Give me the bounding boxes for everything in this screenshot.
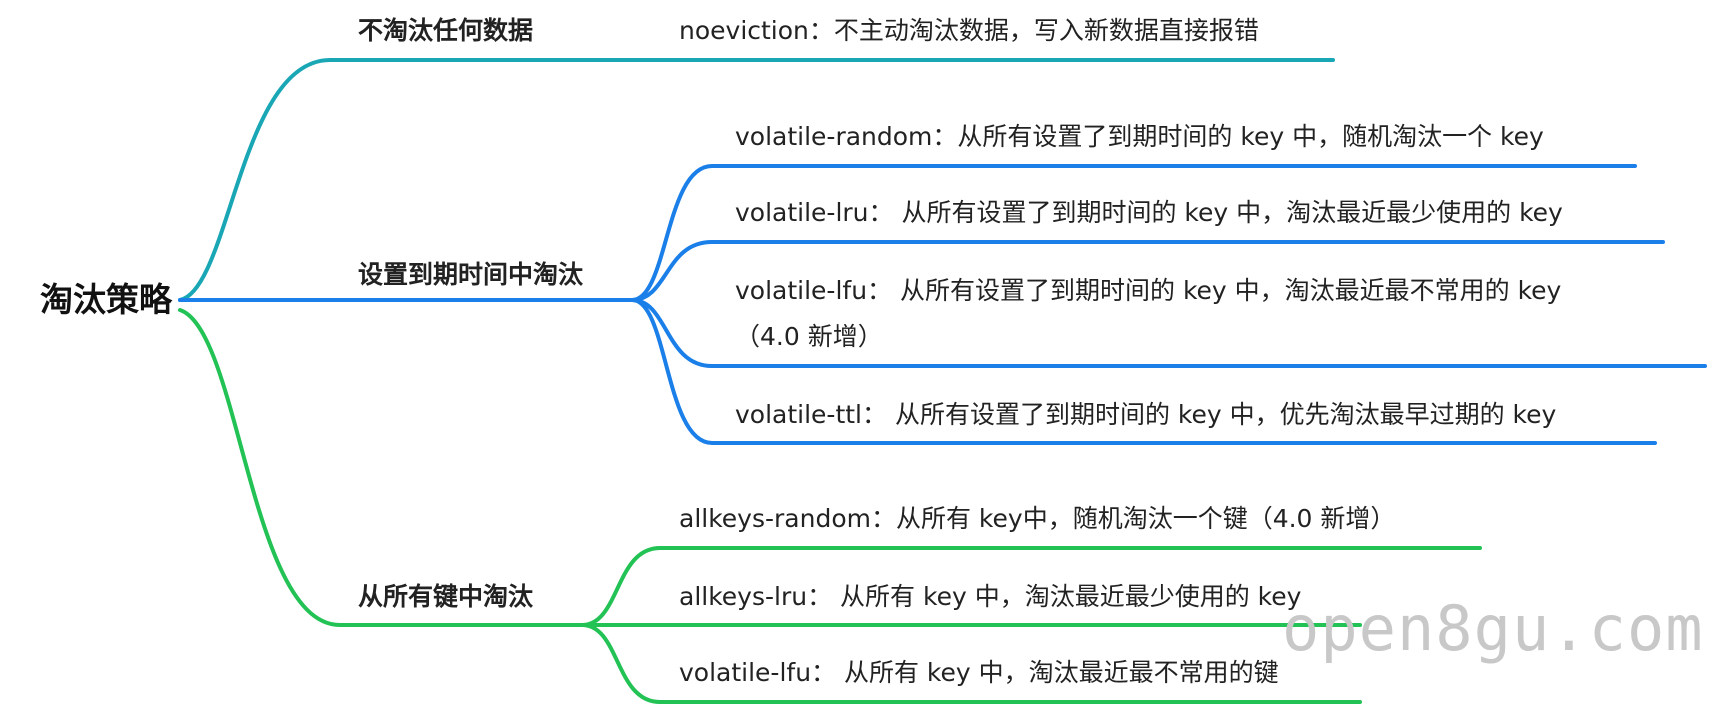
leaf-allkeys-lru: allkeys-lru： 从所有 key 中，淘汰最近最少使用的 key xyxy=(679,582,1302,611)
branch-no-eviction: 不淘汰任何数据 xyxy=(358,16,534,45)
connector-root-to-no-eviction xyxy=(178,58,587,302)
branch-expire-keys: 设置到期时间中淘汰 xyxy=(358,260,584,289)
connector-volatile-lru xyxy=(630,240,1665,302)
connector-allkeys-random xyxy=(580,546,1482,627)
branch-all-keys: 从所有键中淘汰 xyxy=(358,582,534,611)
leaf-volatile-random: volatile-random：从所有设置了到期时间的 key 中，随机淘汰一个… xyxy=(735,122,1544,151)
watermark: open8gu.com xyxy=(1282,592,1704,665)
connector-allkeys-lfu xyxy=(580,623,1362,704)
leaf-allkeys-random: allkeys-random：从所有 key中，随机淘汰一个键（4.0 新增） xyxy=(679,504,1396,533)
root-title: 淘汰策略 xyxy=(40,280,172,319)
connector-volatile-random xyxy=(630,164,1637,302)
connector-volatile-lfu xyxy=(630,298,1707,368)
leaf-volatile-ttl: volatile-ttl： 从所有设置了到期时间的 key 中，优先淘汰最早过期… xyxy=(735,400,1557,429)
leaf-allkeys-lfu: volatile-lfu： 从所有 key 中，淘汰最近最不常用的键 xyxy=(679,658,1279,687)
leaf-volatile-lfu-note: （4.0 新增） xyxy=(735,322,883,351)
connector-root-to-allkeys xyxy=(178,308,584,627)
leaf-noeviction: noeviction：不主动淘汰数据，写入新数据直接报错 xyxy=(679,16,1259,45)
leaf-volatile-lru: volatile-lru： 从所有设置了到期时间的 key 中，淘汰最近最少使用… xyxy=(735,198,1563,227)
connector-volatile-ttl xyxy=(630,298,1657,445)
leaf-volatile-lfu: volatile-lfu： 从所有设置了到期时间的 key 中，淘汰最近最不常用… xyxy=(735,276,1562,305)
